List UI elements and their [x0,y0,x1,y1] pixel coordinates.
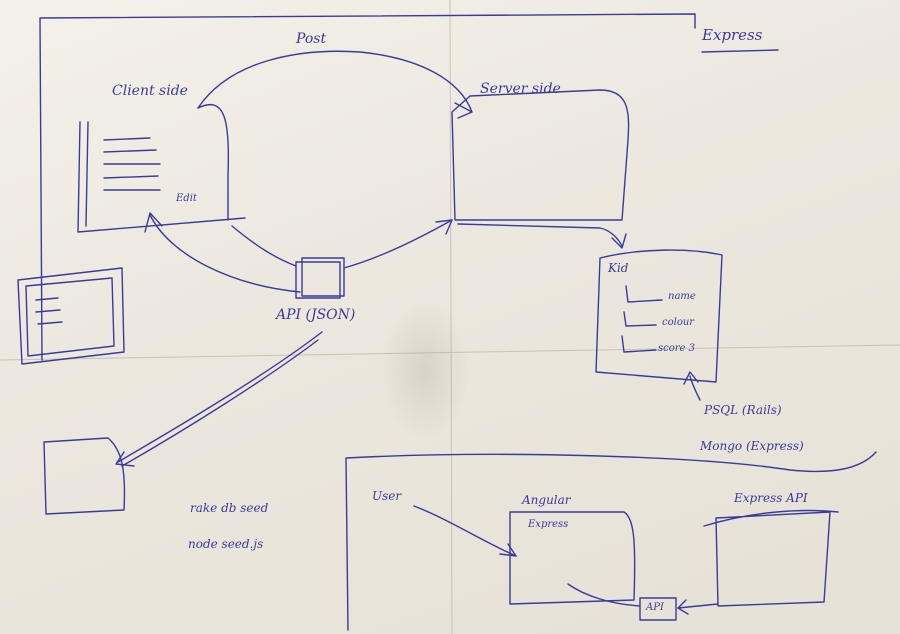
post-arrowhead [454,102,473,119]
express-api-label: Express API [734,491,808,505]
server-side-label: Server side [480,81,561,97]
angular-to-api-arrow [567,583,641,607]
client-to-api-arrow [231,225,297,267]
kid-label: Kid [608,261,629,275]
api-json-label: API (JSON) [276,307,356,323]
outer-frame [39,13,696,361]
mongo-label: Mongo (Express) [700,439,804,453]
client-side-label: Client side [112,83,188,99]
node-seed-label: node seed.js [188,537,264,551]
api-to-express-arrow [677,603,719,609]
user-arrowhead [499,543,517,557]
angular-express-box [509,511,636,605]
database-box [43,437,126,515]
client-list-lines [103,137,161,191]
client-scroll-bar [85,121,89,227]
api-to-server-arrowhead [435,219,453,235]
server-to-kid-arrowhead [611,233,627,249]
api-mini-box [639,597,677,621]
user-label: User [372,489,402,503]
api-to-client-arrowhead [144,212,163,233]
express-underline [701,49,779,53]
fold-line-vertical [449,0,453,634]
name-field: name [668,291,696,302]
psql-label: PSQL (Rails) [704,403,782,417]
seed-arrow [117,331,323,463]
left-screen-lines [35,297,63,325]
seed-arrow-return [121,339,319,467]
api-to-express-arrowhead [677,599,689,615]
express-api-box [703,509,839,607]
express-title: Express [702,26,763,44]
seed-arrowhead [115,451,135,467]
api-json-box [295,261,341,299]
post-label: Post [296,31,327,47]
api-to-server-arrow [343,219,453,269]
user-arrow [413,505,517,557]
architecture-frame [345,451,877,631]
db-to-kid-arrow [689,375,701,401]
kid-schema-box [595,249,723,383]
rake-seed-label: rake db seed [190,501,269,515]
score-field: score 3 [658,343,695,354]
angular-label: Angular [522,493,571,507]
api-to-client-arrow [149,214,301,293]
left-screen-box [17,267,125,365]
api-json-box-echo [301,257,345,297]
server-side-box [451,89,630,221]
edit-label: Edit [176,193,197,204]
api-box-label: API [646,602,664,613]
db-to-kid-arrowhead [683,371,699,385]
colour-field: colour [662,317,695,328]
post-arrow [197,50,473,113]
client-side-box [77,103,246,233]
express-small-label: Express [528,519,569,530]
server-to-kid-arrow [457,223,623,247]
kid-tree-lines [621,285,663,353]
fold-line-horizontal [0,344,900,361]
